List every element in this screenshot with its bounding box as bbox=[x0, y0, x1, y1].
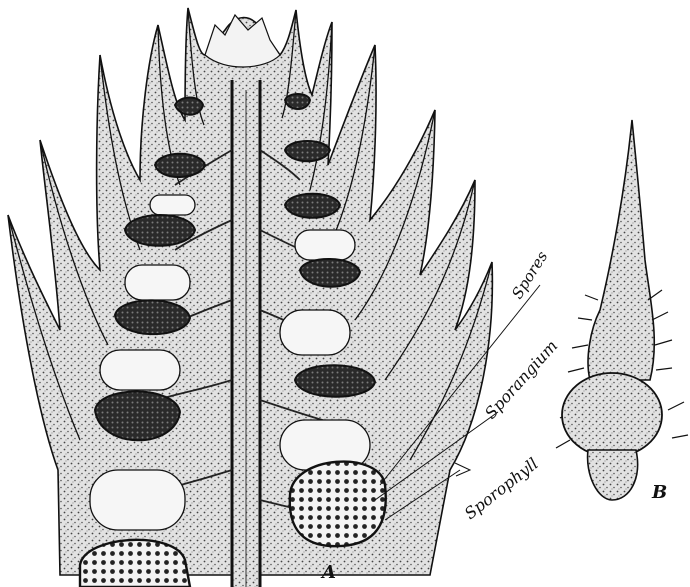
sporangium-body bbox=[562, 373, 662, 457]
panel-label-b: B bbox=[651, 482, 667, 503]
strobilus-section bbox=[8, 8, 492, 587]
label-spores: Spores bbox=[508, 248, 551, 302]
sporophyll-base bbox=[588, 450, 638, 500]
central-axis bbox=[232, 80, 260, 587]
panel-label-a: A bbox=[320, 562, 336, 583]
sporophyll-blade bbox=[588, 120, 654, 380]
apex bbox=[205, 15, 280, 67]
spore-sporangium bbox=[290, 462, 386, 547]
label-sporangium: Sporangium bbox=[481, 336, 561, 422]
sporophyll-detail bbox=[556, 120, 688, 500]
label-sporophyll: Sporophyll bbox=[461, 454, 542, 523]
spore-sporangium-lower bbox=[80, 540, 190, 587]
